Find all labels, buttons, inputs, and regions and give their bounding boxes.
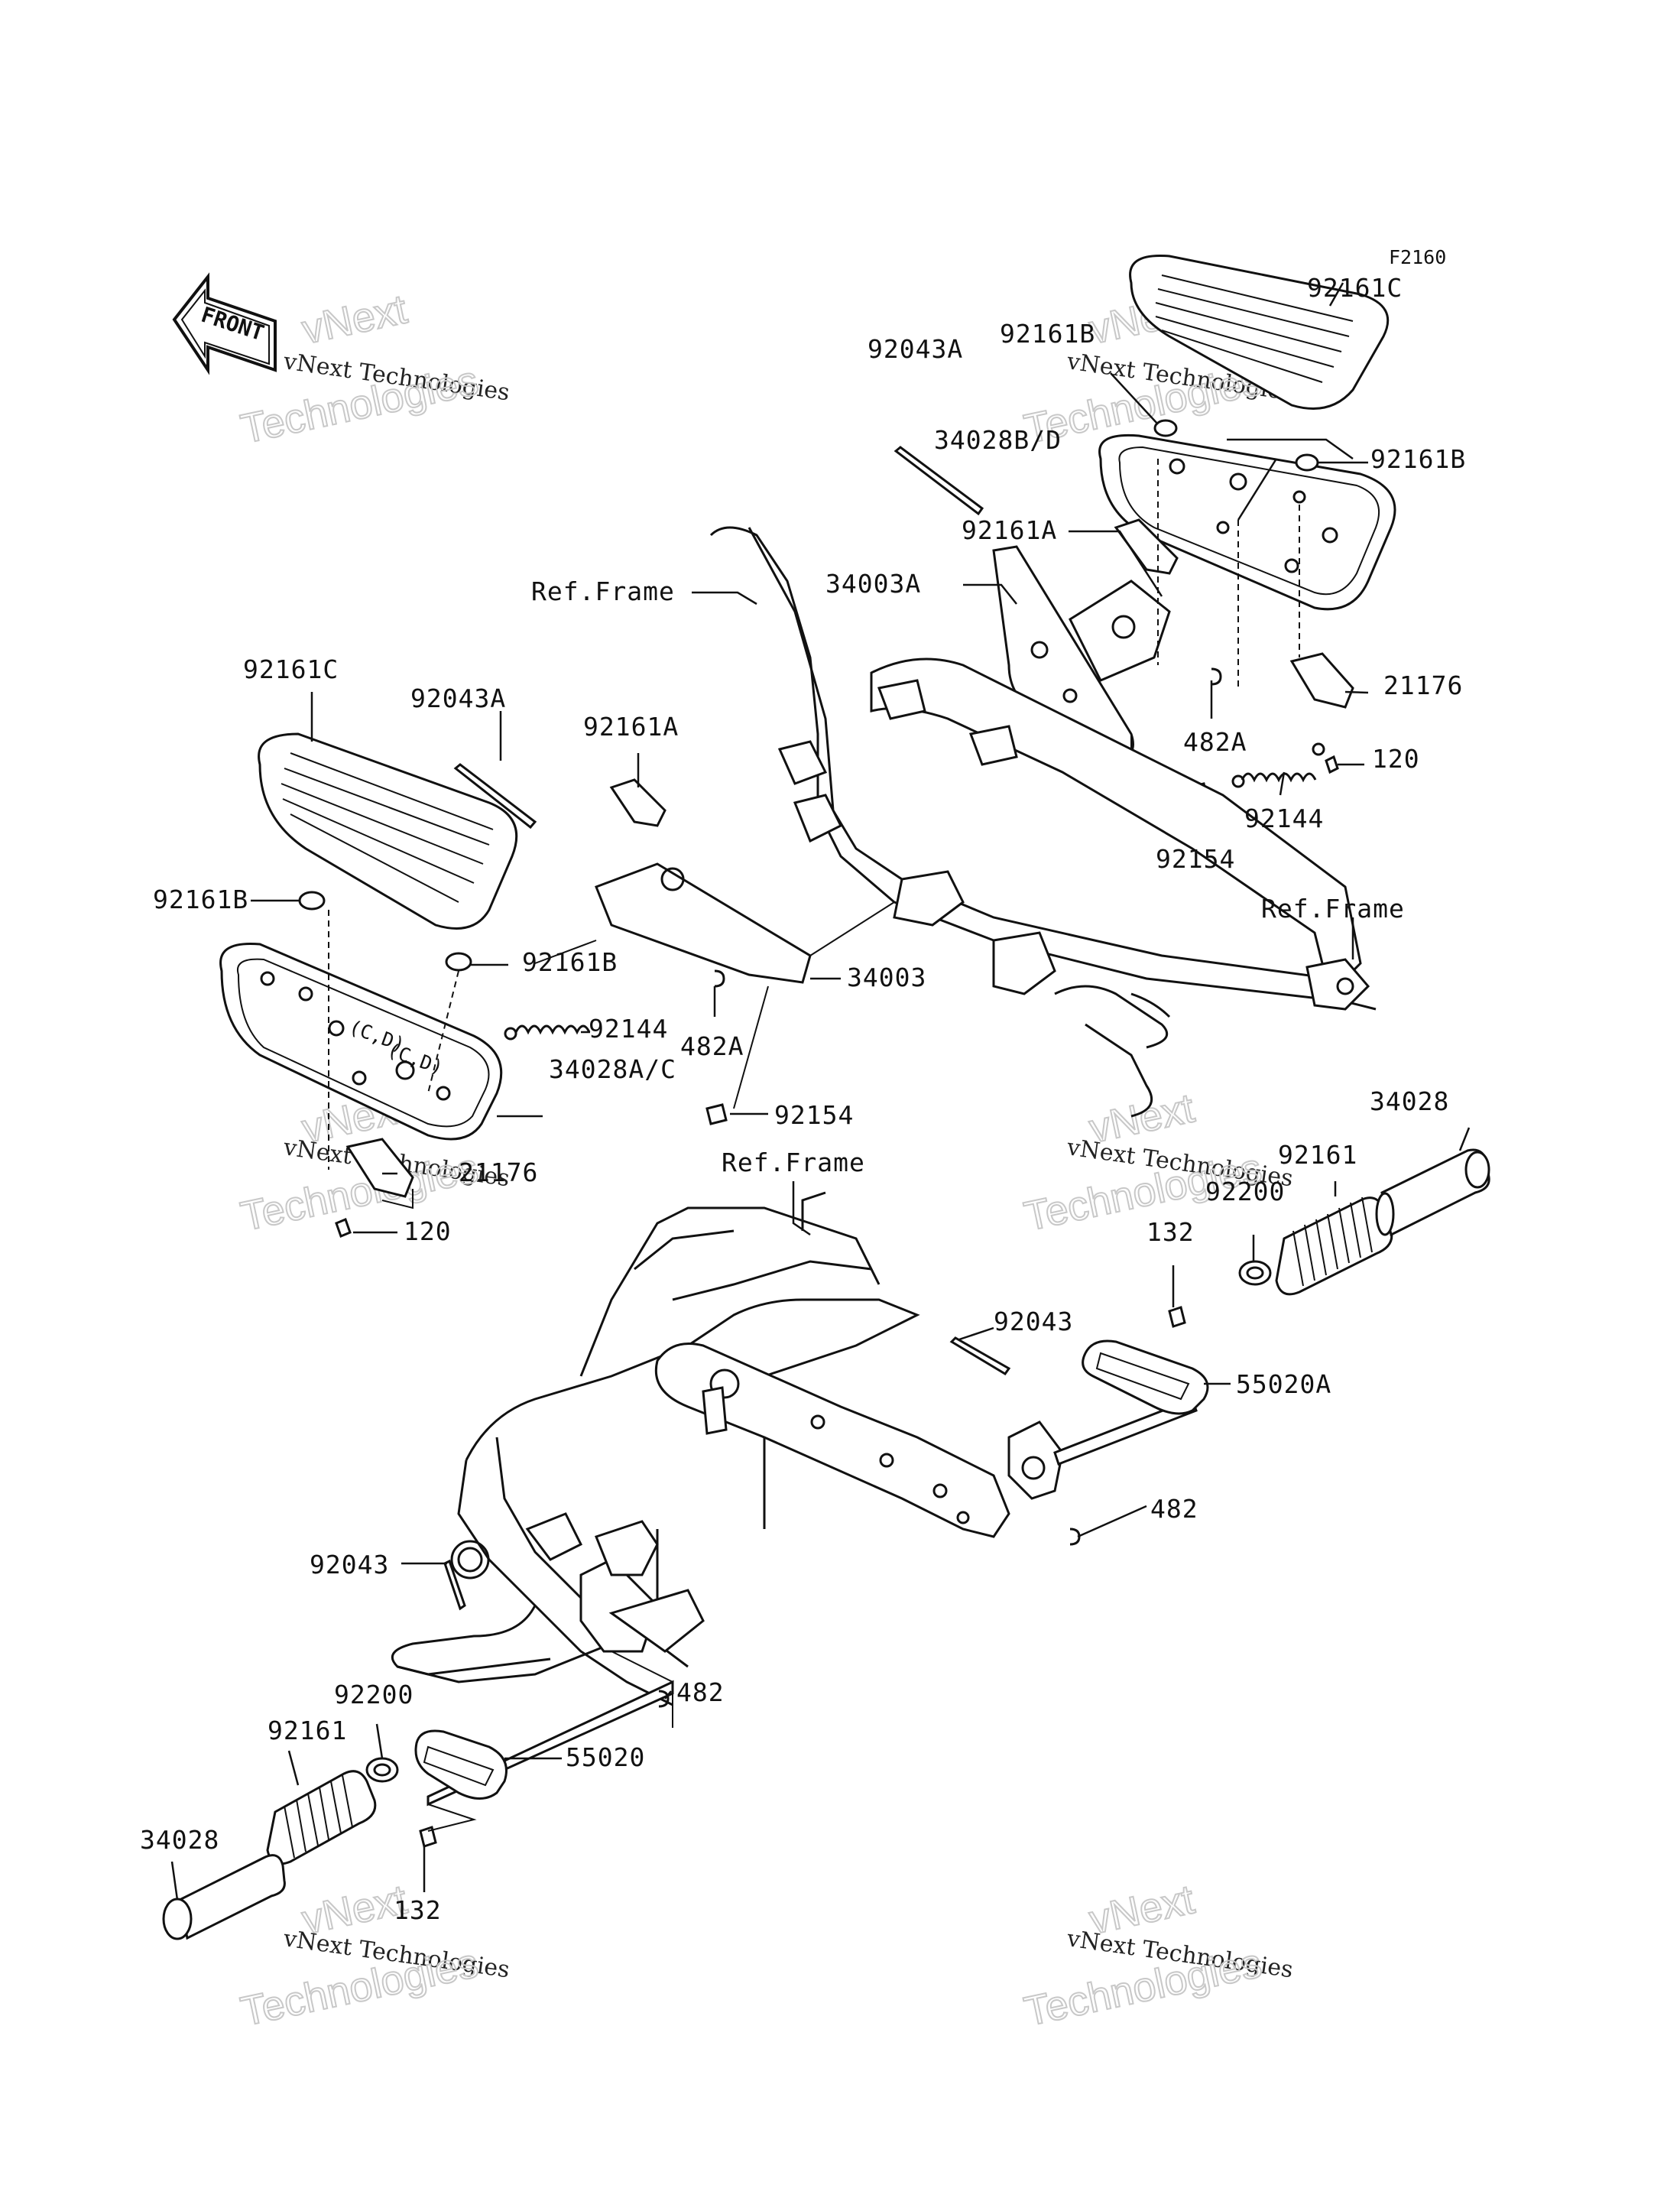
label-55020: 55020	[566, 1742, 645, 1772]
label-92161B-right-side: 92161B	[1370, 444, 1466, 474]
label-34028-left: 34028	[140, 1825, 219, 1855]
label-34028AC: 34028A/C	[549, 1054, 676, 1084]
label-120-right: 120	[1372, 744, 1420, 774]
right-floorboard-assembly	[894, 254, 1396, 833]
label-92154-right: 92154	[1156, 844, 1235, 874]
left-floorboard-assembly: (C,D) (C,D)	[219, 692, 895, 1238]
figure-code: F2160	[1389, 246, 1446, 268]
label-132-left: 132	[394, 1895, 442, 1925]
label-482-left: 482	[676, 1677, 725, 1707]
callout-labels: 92161C 92161B 92043A 34028B/D 92161B 921…	[140, 273, 1466, 1925]
label-92161A-right: 92161A	[962, 515, 1057, 545]
label-92200-left: 92200	[334, 1680, 414, 1709]
lower-frame-footpegs	[162, 1127, 1490, 1940]
label-92161C-left: 92161C	[243, 654, 339, 684]
watermark-bottom-left: vNext vNext Technologies Technologies	[236, 1875, 511, 2035]
watermark-bottom-right: vNext vNext Technologies Technologies	[1020, 1875, 1295, 2035]
svg-text:vNext: vNext	[298, 286, 411, 352]
watermark-top-left: vNext vNext Technologies Technologies	[236, 285, 511, 453]
label-92161-right: 92161	[1278, 1140, 1357, 1170]
front-arrow-icon: FRONT	[172, 272, 277, 375]
label-21176-left: 21176	[459, 1157, 538, 1187]
label-92161B-left-1: 92161B	[153, 885, 248, 914]
label-92043A-right: 92043A	[868, 334, 963, 364]
label-92161A-left: 92161A	[583, 712, 679, 742]
label-482A-right: 482A	[1183, 727, 1247, 757]
label-92161-left: 92161	[268, 1716, 347, 1745]
label-ref-frame-right: Ref.Frame	[1261, 894, 1405, 924]
label-ref-frame-top: Ref.Frame	[531, 576, 675, 606]
label-92154-left: 92154	[774, 1100, 854, 1130]
label-ref-frame-bottom: Ref.Frame	[722, 1148, 865, 1177]
label-34028-right: 34028	[1370, 1086, 1449, 1116]
mid-frame	[692, 526, 1377, 1118]
label-92161B-left-2: 92161B	[522, 947, 618, 977]
label-92144-left: 92144	[589, 1014, 668, 1044]
label-21176-right: 21176	[1383, 670, 1463, 700]
label-132-right: 132	[1146, 1217, 1195, 1247]
label-55020A: 55020A	[1236, 1369, 1331, 1399]
label-92161B-right-top: 92161B	[1000, 319, 1095, 349]
label-92043-left: 92043	[310, 1550, 389, 1580]
label-92144-right: 92144	[1244, 804, 1324, 833]
label-34003A: 34003A	[825, 569, 921, 599]
label-482A-left: 482A	[680, 1031, 744, 1061]
label-120-left: 120	[404, 1216, 452, 1246]
label-34028BD: 34028B/D	[934, 425, 1062, 455]
label-92161C-right: 92161C	[1307, 273, 1403, 303]
label-92043A-left: 92043A	[410, 683, 506, 713]
label-92043-right: 92043	[994, 1307, 1073, 1336]
label-34003: 34003	[847, 963, 926, 992]
label-482-right: 482	[1150, 1494, 1198, 1524]
label-92200-right: 92200	[1205, 1177, 1285, 1206]
